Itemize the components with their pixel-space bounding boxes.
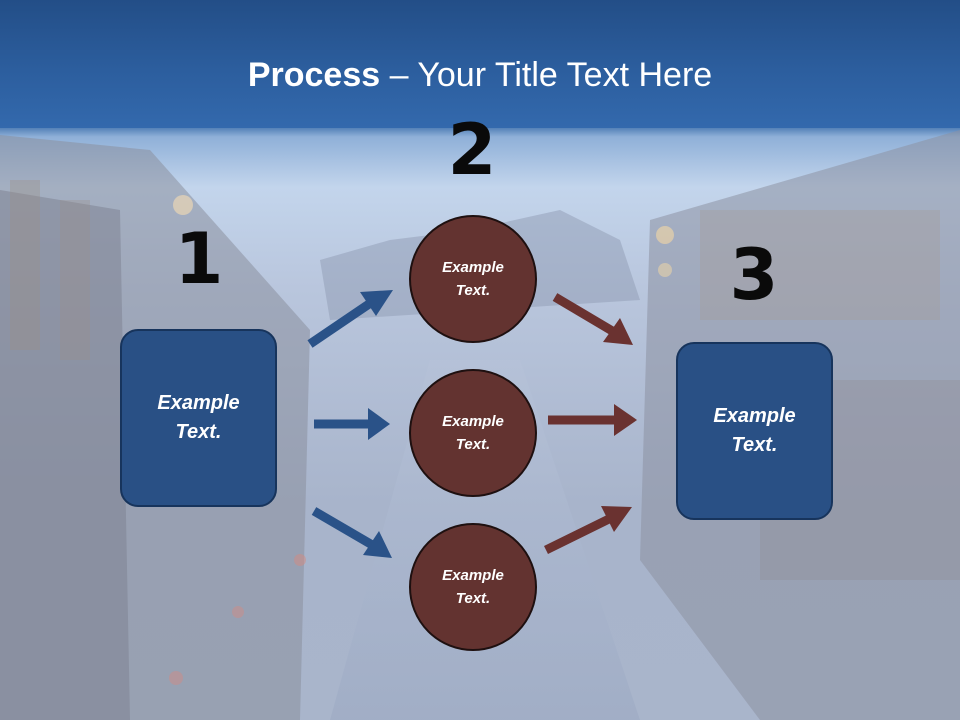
title-rest: – Your Title Text Here [380, 56, 713, 94]
circle-middle-label: Example Text. [442, 413, 504, 453]
circle-top-label: Example Text. [442, 259, 504, 299]
step-number-3: 3 [729, 234, 779, 316]
circle-bottom-label: Example Text. [442, 567, 504, 607]
left-box-label: Example Text. [157, 392, 240, 443]
title-bar [0, 0, 960, 128]
right-box: Example Text. [676, 342, 833, 520]
circle-middle: Example Text. [409, 369, 537, 497]
left-box: Example Text. [120, 329, 277, 507]
slide-title: Process – Your Title Text Here [0, 54, 960, 96]
title-bold: Process [247, 56, 381, 94]
circle-top: Example Text. [409, 215, 537, 343]
circle-bottom: Example Text. [409, 523, 537, 651]
step-number-2: 2 [447, 109, 497, 191]
step-number-1: 1 [174, 218, 224, 300]
right-box-label: Example Text. [713, 405, 796, 456]
